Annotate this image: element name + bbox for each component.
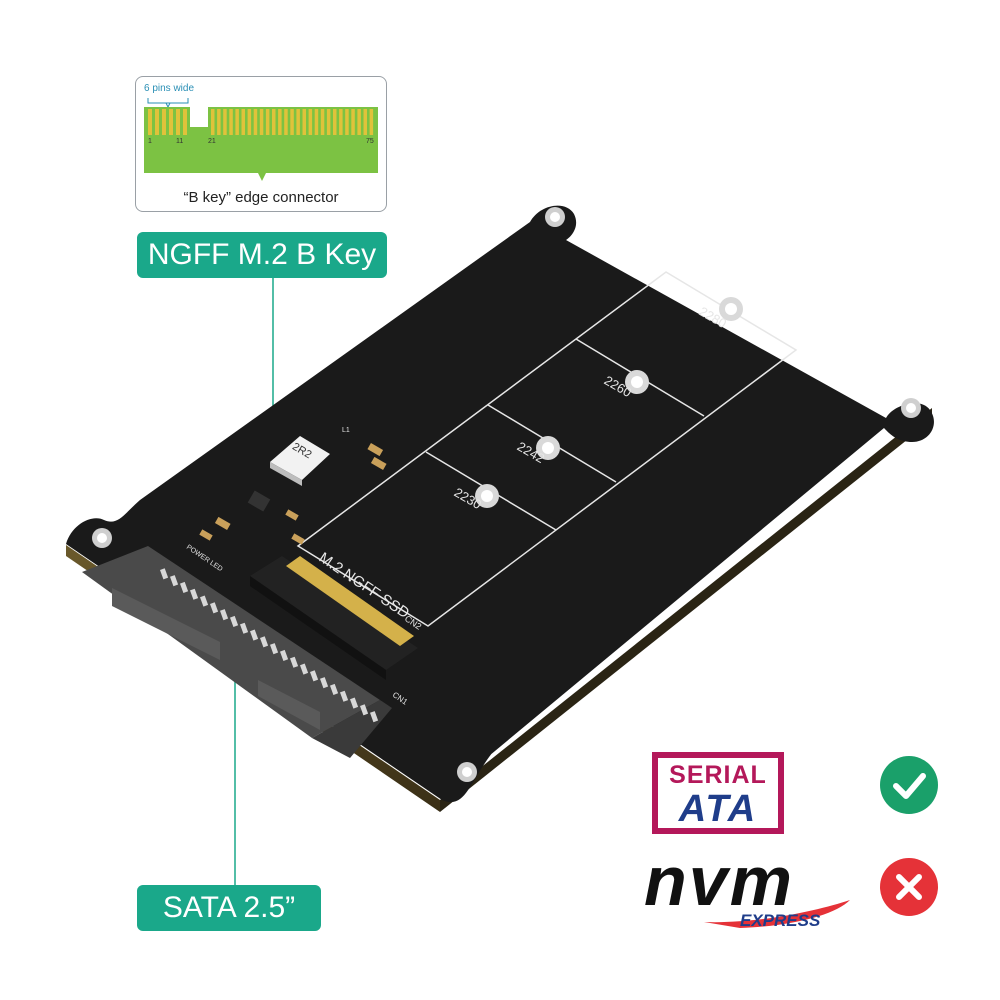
serial-ata-logo-top: SERIAL [669, 761, 767, 789]
ngff-m2-b-key-label: NGFF M.2 B Key [137, 232, 387, 278]
pin-number-21: 21 [208, 138, 216, 145]
cross-icon [880, 858, 938, 916]
nvm-express-logo-subtitle: EXPRESS [740, 911, 821, 930]
m2-connector [250, 556, 418, 680]
pin-number-75: 75 [366, 138, 374, 145]
serial-ata-logo-bottom: ATA [678, 788, 758, 830]
sata-25-label: SATA 2.5” [137, 885, 321, 931]
pin-number-1: 1 [148, 138, 152, 145]
pin-number-11: 11 [176, 138, 183, 145]
edge-connector-inset: 1 11 21 75 6 pins wide “B key” edge conn… [135, 76, 387, 212]
edge-connector-caption: “B key” edge connector [183, 189, 339, 206]
smd-components [199, 443, 387, 545]
l1-label: L1 [342, 427, 350, 434]
nvm-express-swoosh [704, 900, 850, 928]
ic-chip [247, 490, 271, 512]
serial-ata-logo: SERIAL ATA [652, 752, 784, 834]
check-icon [880, 756, 938, 814]
mounting-standoffs [475, 297, 743, 508]
sata-connector [82, 546, 392, 758]
pins-wide-label: 6 pins wide [144, 83, 195, 94]
nvm-express-logo-word: nvm [644, 842, 794, 920]
edge-connector-illustration: 1 11 21 75 [144, 98, 378, 181]
inductor: 2R2 [270, 436, 330, 486]
pcb-board [66, 205, 934, 803]
